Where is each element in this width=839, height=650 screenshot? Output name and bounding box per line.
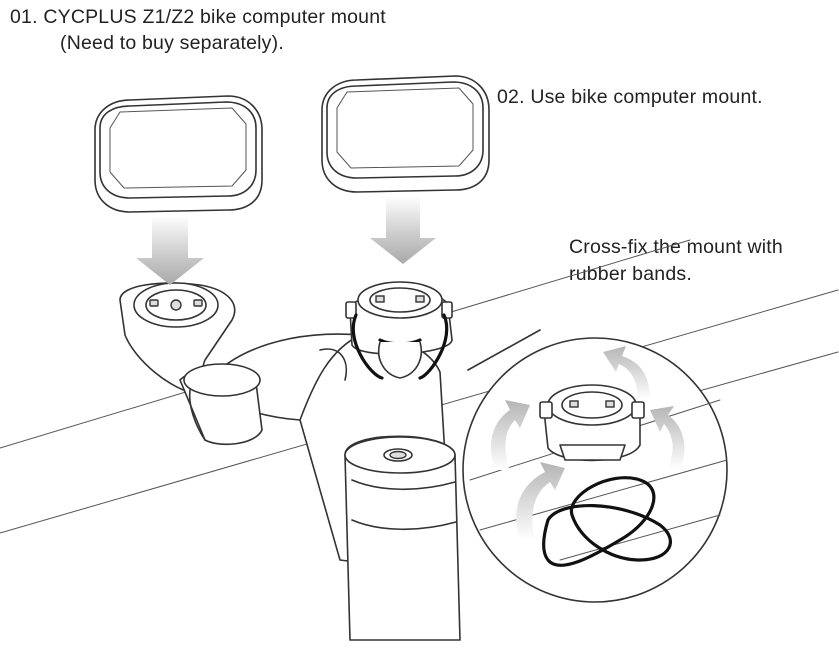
step-2-label: 02. Use bike computer mount. (497, 86, 763, 108)
stem (199, 333, 461, 641)
bike-computer-device-right (321, 75, 490, 193)
arrow-down-right (370, 196, 436, 264)
step-1-label: 01. CYCPLUS Z1/Z2 bike computer mount (10, 6, 386, 28)
detail-callout (462, 329, 728, 603)
step-1-note: (Need to buy separately). (60, 32, 284, 54)
cross-fix-note-line-1: Cross-fix the mount with (569, 236, 783, 258)
rubber-band-mount (345, 281, 453, 380)
arrow-down-left (136, 215, 204, 285)
cross-fix-note-line-2: rubber bands. (569, 263, 692, 285)
out-front-mount (119, 282, 263, 446)
bike-computer-device-left (94, 95, 263, 213)
